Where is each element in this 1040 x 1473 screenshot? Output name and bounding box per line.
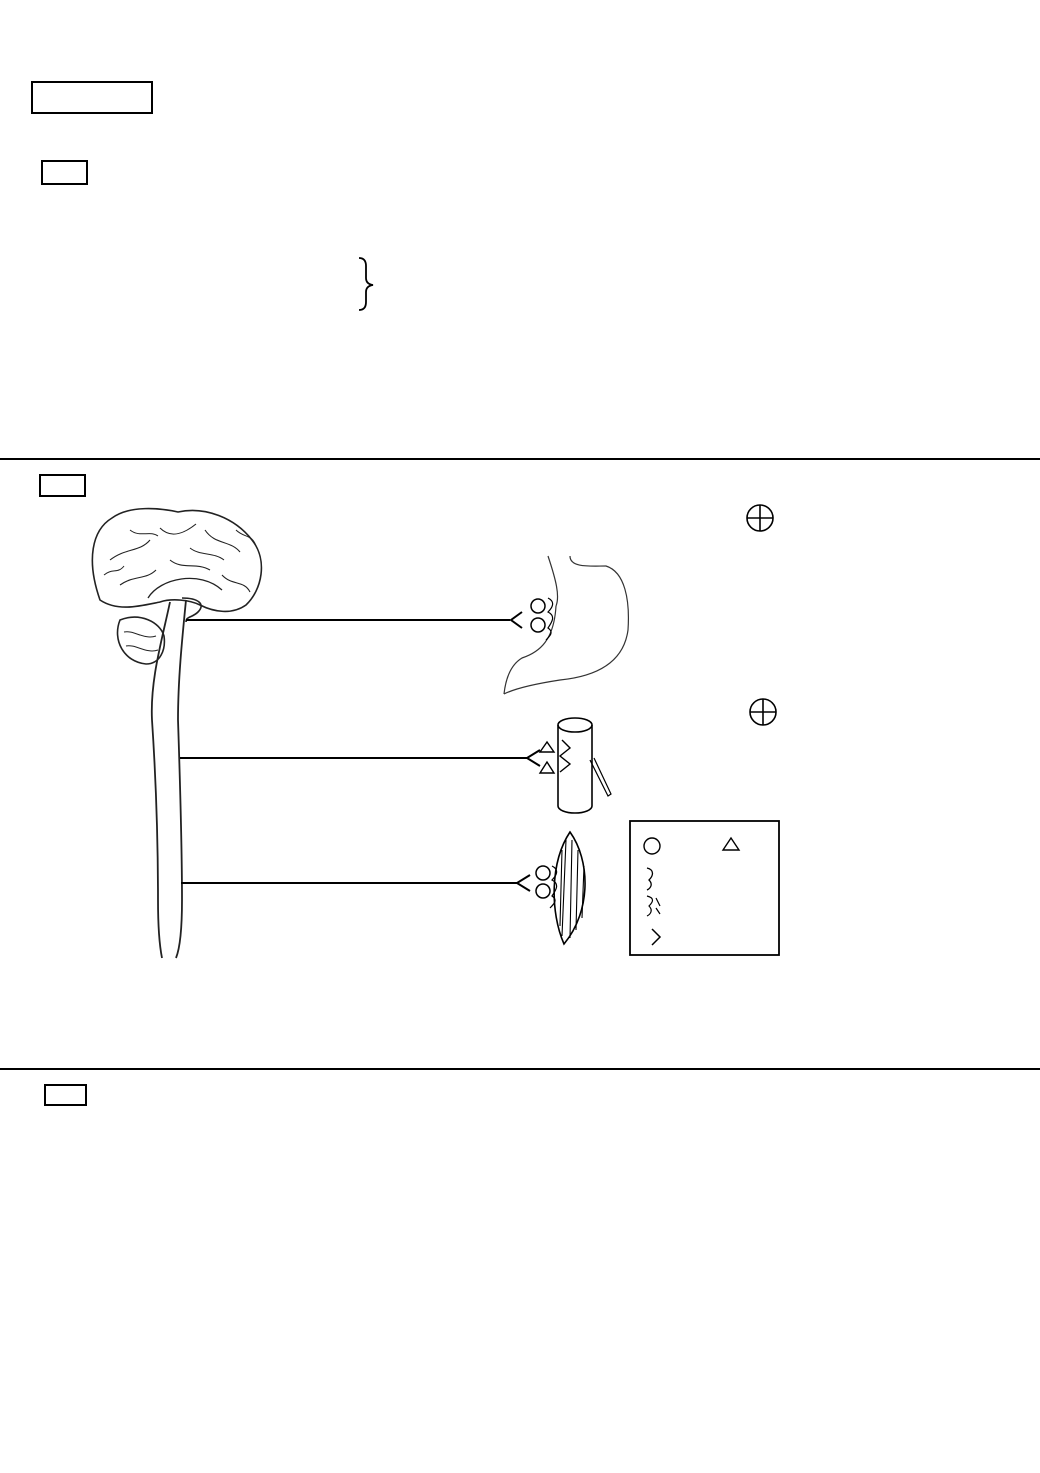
- section-divider-top: [0, 458, 1040, 460]
- vessel-receptor-triangle-2: [538, 760, 556, 774]
- muscle-fibers: [559, 839, 585, 939]
- question-1-number-box: [41, 160, 88, 185]
- question-2-number-box: [39, 474, 86, 497]
- vessel-nerve-ending: [525, 749, 541, 767]
- legend-circle-symbol: [643, 837, 661, 855]
- stomach-outer-wall: [503, 555, 629, 695]
- muscle-nerve-ending: [515, 874, 531, 892]
- brain-gyri-2: [103, 529, 257, 576]
- legend-nerve-ending-symbol: [651, 928, 662, 946]
- vessel-branch: [589, 757, 612, 797]
- stimulation-symbol-1: [746, 504, 774, 532]
- muscle-receptor-wave: [549, 865, 558, 909]
- stomach-receptor-circle-2: [530, 617, 546, 633]
- stomach-receptor-wave: [545, 597, 554, 641]
- stimulation-symbol-2: [749, 698, 777, 726]
- cerebellum-outline: [116, 616, 166, 665]
- vessel-bottom: [557, 805, 593, 814]
- spinal-cord-left-edge: [150, 601, 171, 959]
- question-3-number-box: [44, 1084, 87, 1106]
- muscle-receptor-circle-2: [535, 883, 551, 899]
- stomach-illustration: [503, 555, 629, 695]
- muscle-illustration: [553, 830, 586, 946]
- stomach-receptor-circle-1: [530, 598, 546, 614]
- muscle-outline: [553, 830, 586, 946]
- stomach-nerve-ending: [509, 611, 523, 629]
- section-divider-bottom: [0, 1068, 1040, 1070]
- spinal-cord-right-edge: [175, 599, 187, 959]
- vessel-receptor-triangle-1: [538, 740, 556, 753]
- cerebellum-folds: [123, 631, 159, 652]
- title-answer-box: [31, 81, 153, 114]
- brainstem: [181, 597, 202, 623]
- legend-box: [629, 820, 780, 956]
- vessel-receptor-zigzag: [558, 739, 572, 773]
- muscle-receptor-circle-1: [535, 865, 551, 881]
- legend-triangle-symbol: [721, 836, 741, 851]
- brain-illustration: [91, 507, 263, 665]
- legend-double-receptor-symbol: [646, 895, 661, 917]
- cerebrum-outline: [91, 507, 263, 613]
- legend-frame: [629, 820, 780, 956]
- brain-gyri-1: [109, 523, 251, 593]
- blood-vessel-illustration: [557, 717, 612, 814]
- stomach-inner-wall: [503, 605, 557, 695]
- corpus-callosum: [147, 577, 223, 599]
- vessel-top: [557, 717, 593, 733]
- legend-receptor-symbol: [646, 867, 654, 891]
